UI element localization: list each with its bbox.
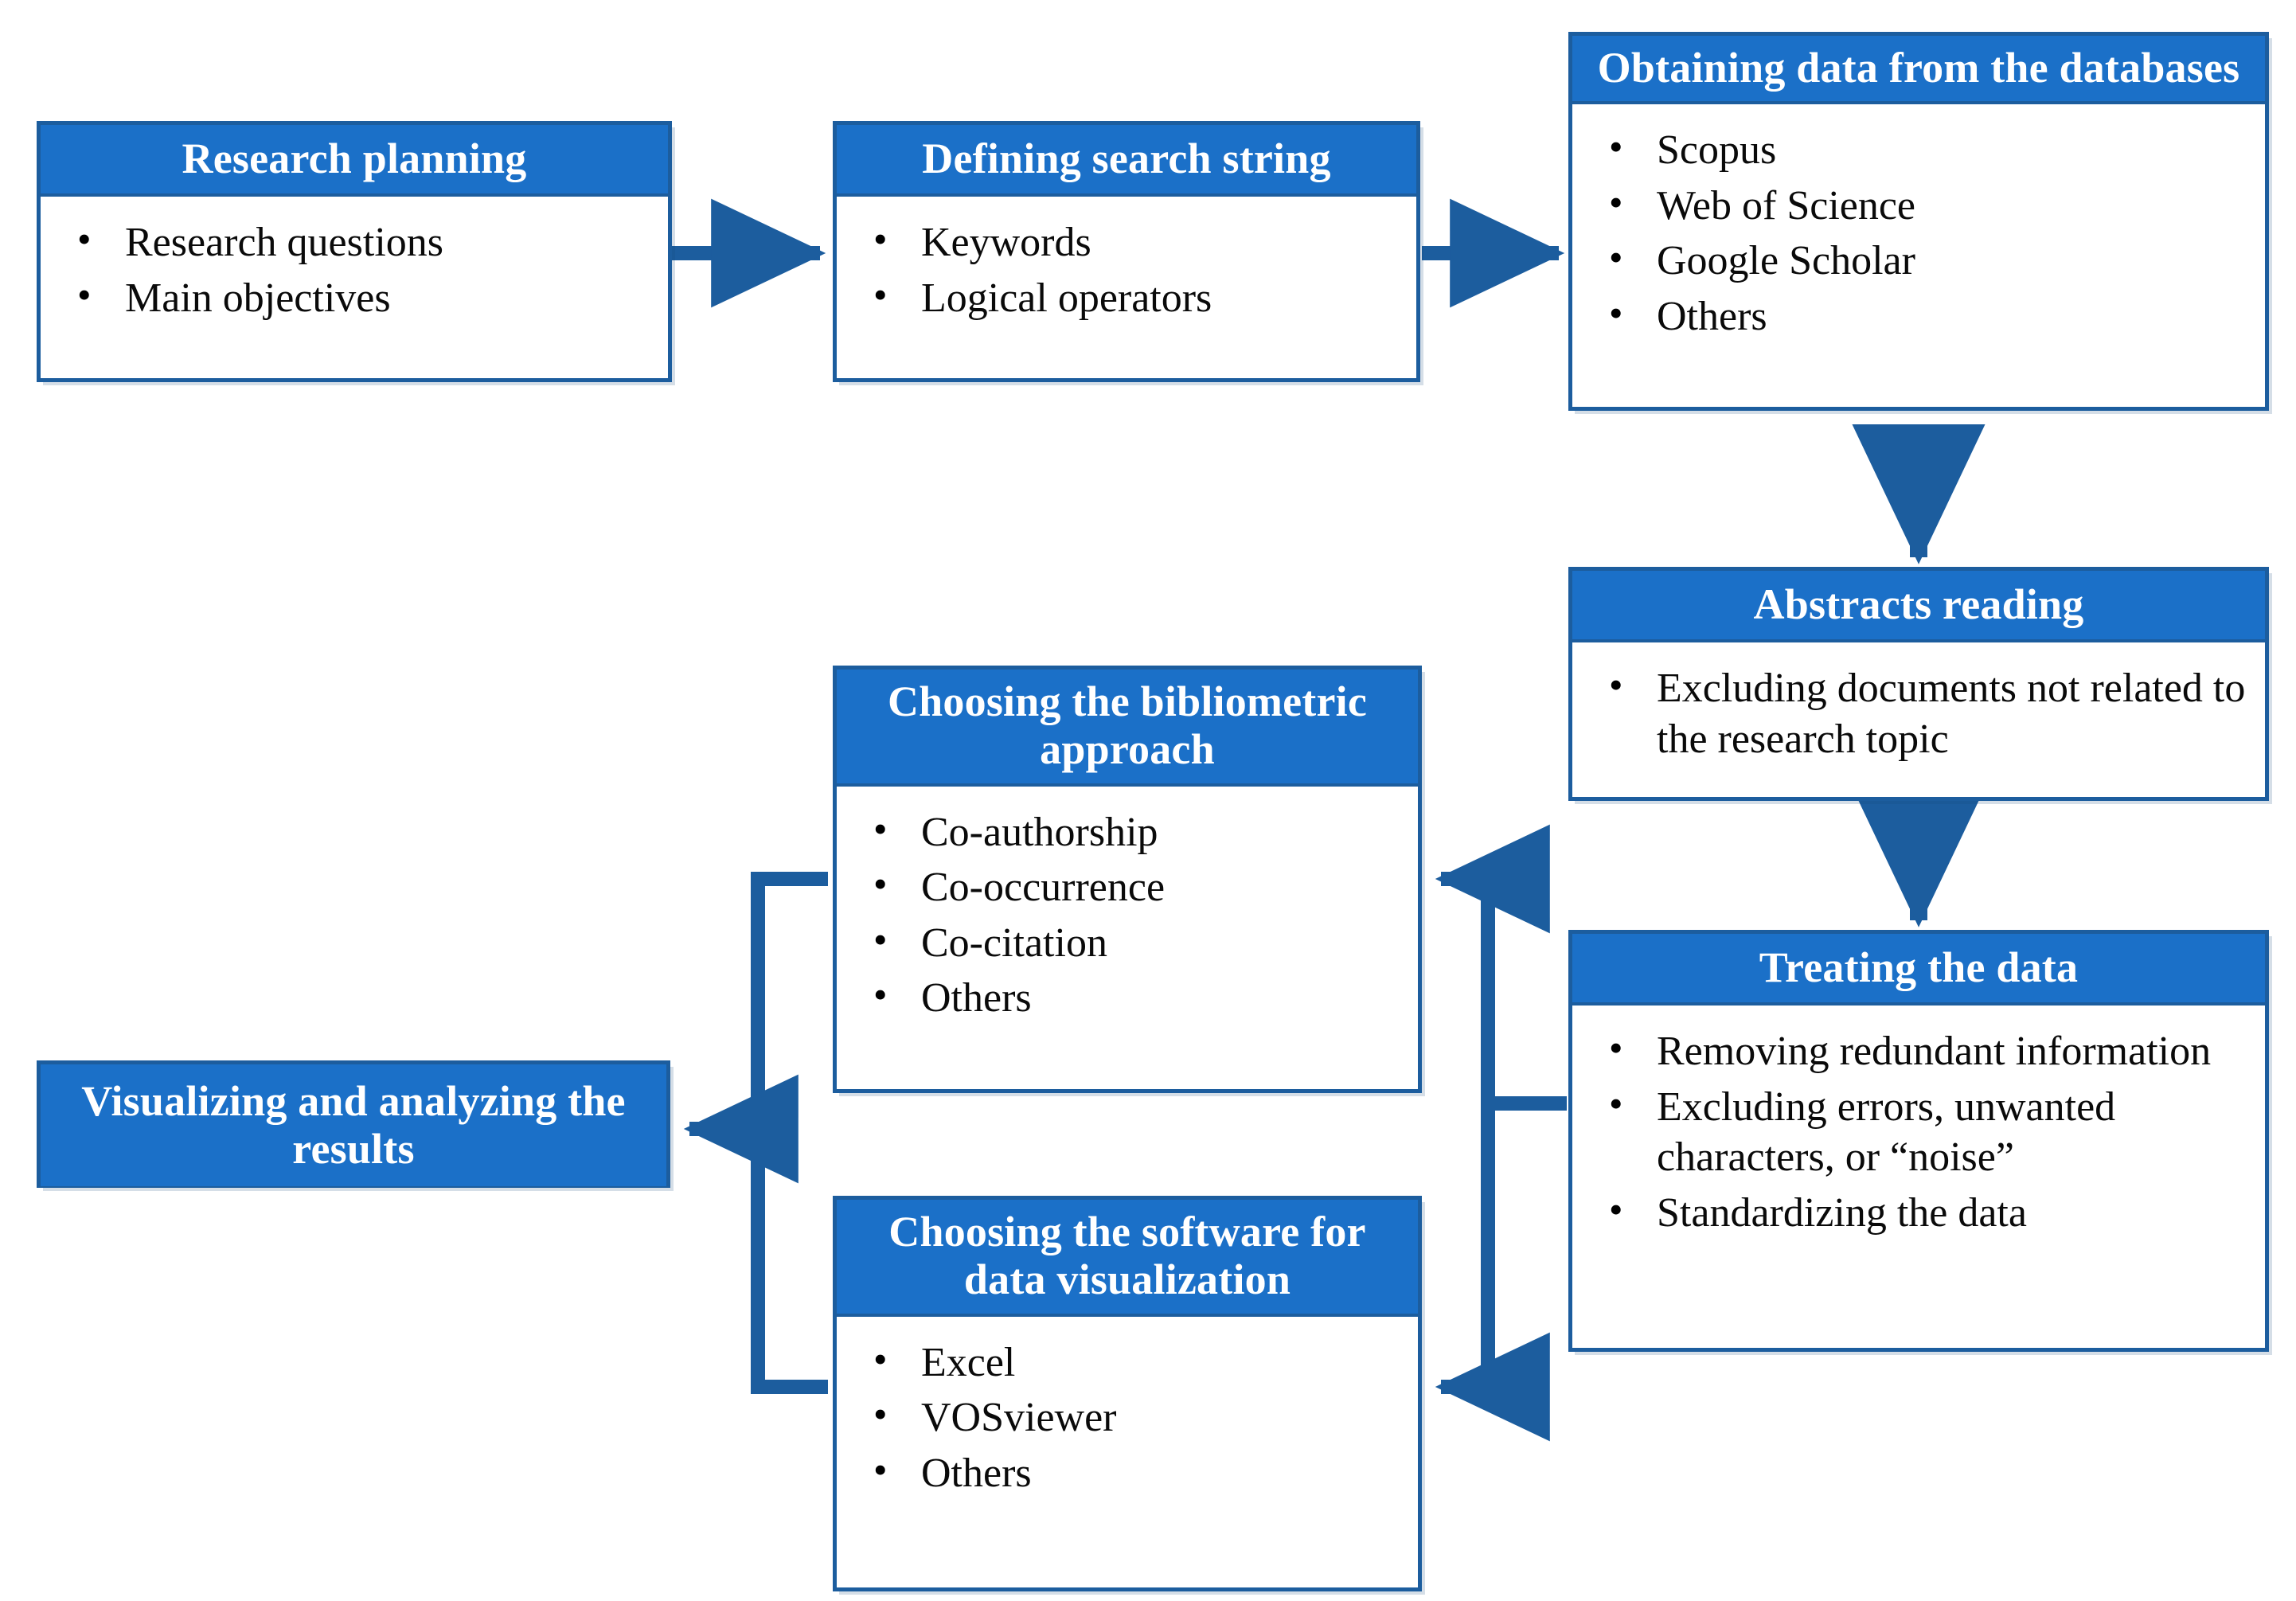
list-item: VOSviewer [853,1390,1402,1443]
node-title-choosing-software-for-data-visualization: Choosing the software for data visualiza… [837,1200,1418,1317]
edge-treating-to-software [1435,1096,1567,1442]
node-choosing-software-for-data-visualization[interactable]: Choosing the software for data visualiza… [833,1196,1422,1591]
list-item: Logical operators [853,271,1400,323]
node-title-research-planning: Research planning [41,125,668,197]
node-title-treating-the-data: Treating the data [1572,934,2265,1006]
bullet-list-defining-search-string: Keywords Logical operators [853,215,1400,323]
list-item: Google Scholar [1588,233,2249,286]
list-item: Excluding documents not related to the r… [1588,661,2249,764]
node-abstracts-reading[interactable]: Abstracts reading Excluding documents no… [1568,567,2269,802]
node-treating-the-data[interactable]: Treating the data Removing redundant inf… [1568,930,2269,1353]
node-title-abstracts-reading: Abstracts reading [1572,571,2265,643]
bullet-list-databases: Scopus Web of Science Google Scholar Oth… [1588,123,2249,342]
node-research-planning[interactable]: Research planning Research questions Mai… [37,121,672,383]
list-item: Web of Science [1588,178,2249,231]
node-defining-search-string[interactable]: Defining search string Keywords Logical … [833,121,1420,383]
node-body-obtaining-data-from-databases: Scopus Web of Science Google Scholar Oth… [1572,104,2265,408]
node-visualizing-and-analyzing-the-results[interactable]: Visualizing and analyzing the results [37,1060,670,1188]
bullet-list-software: Excel VOSviewer Others [853,1335,1402,1498]
list-item: Keywords [853,215,1400,267]
list-item: Co-authorship [853,805,1402,857]
bullet-list-research-planning: Research questions Main objectives [57,215,652,323]
node-title-obtaining-data-from-databases: Obtaining data from the databases [1572,36,2265,105]
node-body-research-planning: Research questions Main objectives [41,197,668,379]
node-body-choosing-software-for-data-visualization: Excel VOSviewer Others [837,1316,1418,1587]
node-title-defining-search-string: Defining search string [837,125,1416,197]
node-body-treating-the-data: Removing redundant information Excluding… [1572,1006,2265,1349]
node-body-abstracts-reading: Excluding documents not related to the r… [1572,642,2265,798]
node-body-choosing-bibliometric-approach: Co-authorship Co-occurrence Co-citation … [837,786,1418,1089]
list-item: Research questions [57,215,652,267]
list-item: Others [853,1446,1402,1498]
edge-treating-to-approach [1435,824,1567,1111]
node-title-choosing-bibliometric-approach: Choosing the bibliometric approach [837,670,1418,787]
list-item: Excluding errors, unwanted characters, o… [1588,1080,2249,1183]
list-item: Removing redundant information [1588,1024,2249,1076]
node-choosing-bibliometric-approach[interactable]: Choosing the bibliometric approach Co-au… [833,666,1422,1093]
list-item: Scopus [1588,123,2249,175]
list-item: Co-citation [853,916,1402,968]
bullet-list-approach: Co-authorship Co-occurrence Co-citation … [853,805,1402,1024]
list-item: Excel [853,1335,1402,1388]
list-item: Main objectives [57,271,652,323]
bullet-list-treating-the-data: Removing redundant information Excluding… [1588,1024,2249,1238]
list-item: Others [853,970,1402,1023]
list-item: Co-occurrence [853,860,1402,912]
node-obtaining-data-from-databases[interactable]: Obtaining data from the databases Scopus… [1568,32,2269,412]
node-title-visualizing-and-analyzing-the-results: Visualizing and analyzing the results [41,1064,666,1186]
node-body-defining-search-string: Keywords Logical operators [837,197,1416,379]
list-item: Standardizing the data [1588,1185,2249,1238]
bullet-list-abstracts-reading: Excluding documents not related to the r… [1588,661,2249,764]
edge-approach-software-to-visualizing [683,872,828,1394]
list-item: Others [1588,289,2249,342]
